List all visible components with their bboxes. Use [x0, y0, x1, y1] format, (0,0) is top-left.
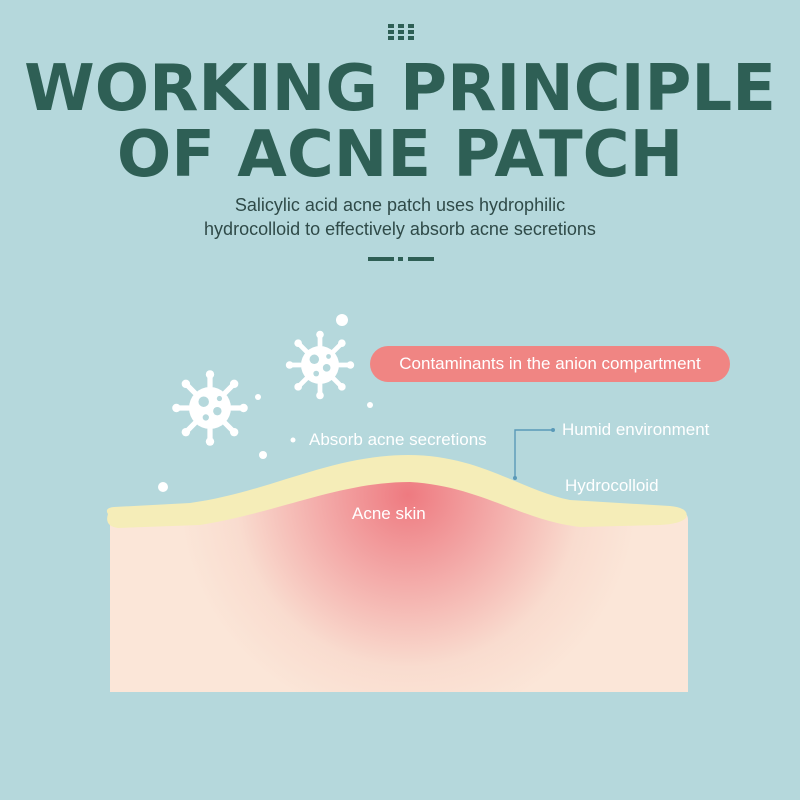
particle-dots	[158, 314, 373, 492]
subtitle: Salicylic acid acne patch uses hydrophil…	[0, 193, 800, 241]
hydrocolloid-label: Hydrocolloid	[565, 476, 659, 495]
absorb-label: Absorb acne secretions	[309, 430, 487, 449]
title-line-2: OF ACNE PATCH	[116, 118, 684, 192]
virus-icon-large	[286, 331, 354, 399]
humid-label: Humid environment	[562, 420, 710, 439]
hydrocolloid-layer	[106, 455, 687, 528]
contaminants-pill: Contaminants in the anion compartment	[370, 346, 730, 382]
grid-icon	[388, 24, 414, 40]
virus-icon-small	[172, 370, 248, 446]
subtitle-line-1: Salicylic acid acne patch uses hydrophil…	[234, 195, 566, 215]
subtitle-line-2: hydrocolloid to effectively absorb acne …	[204, 219, 596, 239]
skin-label: Acne skin	[352, 504, 426, 523]
skin-block	[110, 480, 688, 692]
page-title: WORKING PRINCIPLE OF ACNE PATCH	[0, 52, 800, 192]
title-line-1: WORKING PRINCIPLE	[24, 52, 776, 126]
humid-callout-line	[514, 429, 553, 478]
divider	[368, 257, 434, 261]
